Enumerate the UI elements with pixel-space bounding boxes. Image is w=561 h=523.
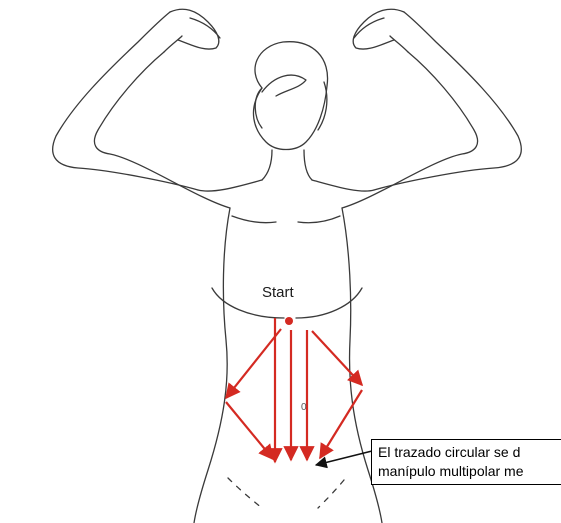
arrow-upper-right [312,331,362,385]
hair-line [262,75,306,96]
torso-left [194,208,230,523]
breast-right [296,288,362,318]
pointer-arrow [316,451,372,465]
hip-line-left [228,478,262,508]
right-arm-outer [374,12,521,190]
right-arm-inner [342,52,478,208]
shoulder-right [312,180,374,191]
callout-line-1: El trazado circular se d [378,443,561,462]
small-mark-label: 0 [301,402,307,413]
left-hand [164,9,220,52]
start-label: Start [262,284,294,301]
callout-line-2: manípulo multipolar me [378,462,561,481]
shoulder-left [198,180,262,191]
left-arm-outer [53,12,198,190]
callout-box: El trazado circular se d manípulo multip… [371,439,561,485]
head-outline [253,42,327,150]
clavicle-left [232,216,276,223]
right-hand [353,9,408,52]
arrow-lower-left [226,402,273,459]
arrow-upper-left [226,329,281,398]
start-point-dot [285,317,293,325]
hip-line-right [318,480,344,508]
neck-left [262,150,272,180]
left-arm-inner [94,52,230,208]
neck-right [304,150,312,180]
clavicle-right [298,216,340,223]
